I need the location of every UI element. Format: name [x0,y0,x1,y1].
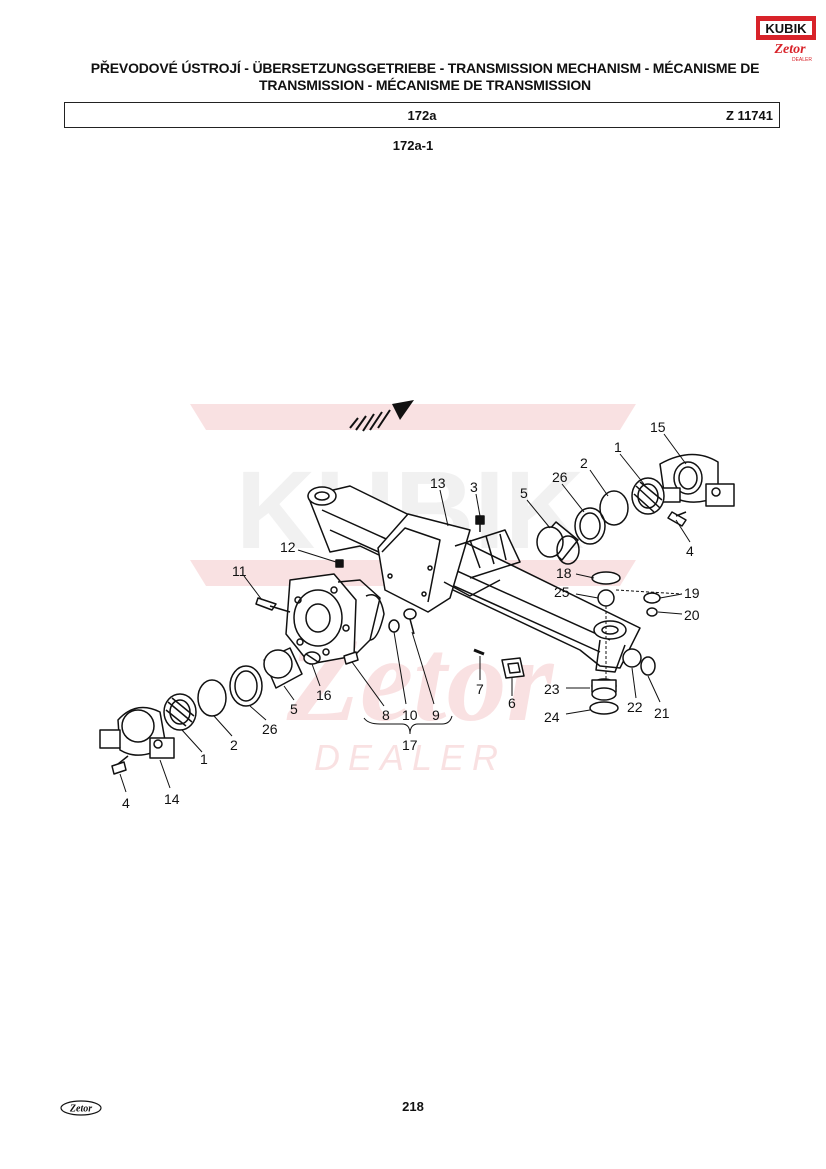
bush-23 [591,678,617,701]
part-label: 2 [580,455,588,471]
logo-sub: Zetor [773,42,806,57]
leader-lines [119,433,691,793]
part-label: 5 [520,485,528,501]
left-flange-housing [285,573,385,665]
bearing-left [163,693,197,731]
ring-2-right [599,490,629,526]
page-title-line2: TRANSMISSION - MÉCANISME DE TRANSMISSION [259,77,591,93]
part-label: 17 [402,737,418,753]
part-label: 4 [686,543,694,559]
figure-code: 172a-1 [392,138,434,153]
seal-26-left [229,665,263,707]
bolt-4-left [111,755,129,775]
washer-10 [388,619,400,633]
direction-arrow [349,400,414,432]
bush-25 [597,589,615,607]
nut-20 [646,607,658,617]
footer-logo-text: Zetor [69,1104,92,1115]
bolt-12 [335,559,344,568]
page-title: PŘEVODOVÉ ÚSTROJÍ - ÜBERSETZUNGSGETRIEBE… [70,60,780,94]
ring-2-left [197,679,227,717]
bushing-5-right [536,521,580,565]
part-label: 26 [262,721,278,737]
zetor-footer-logo: Zetor [60,1100,102,1116]
kubik-zetor-logo: KUBIK Zetor DEALER [756,16,816,63]
logo-tag: DEALER [792,57,812,63]
part-label: 12 [280,539,296,555]
ring-21 [640,656,656,676]
logo-brand: KUBIK [765,21,807,36]
part-label: 15 [650,419,666,435]
part-label: 10 [402,707,418,723]
pin-8 [343,651,359,665]
part-label: 22 [627,699,643,715]
header-box: 172a Z 11741 [64,102,780,128]
axle-housing [307,485,641,673]
part-label: 23 [544,681,560,697]
seal-26-right [574,507,606,545]
part-label: 21 [654,705,670,721]
washer-18 [591,571,621,585]
part-label: 1 [614,439,622,455]
part-label: 26 [552,469,568,485]
part-label: 18 [556,565,572,581]
part-label: 14 [164,791,180,807]
part-label: 4 [122,795,130,811]
bushing-5-left [263,647,303,689]
part-label: 8 [382,707,390,723]
part-label: 19 [684,585,700,601]
part-label: 20 [684,607,700,623]
part-label: 24 [544,709,560,725]
part-label: 9 [432,707,440,723]
plug-16 [303,651,321,665]
pin-7 [473,648,485,656]
section-code: 172a [407,108,437,123]
bush-22 [622,648,642,668]
washer-19 [643,592,661,604]
part-label: 2 [230,737,238,753]
bolt-4-right [667,511,687,527]
watermark-tag: DEALER [314,737,506,778]
washer-24 [589,701,619,715]
part-label: 3 [470,479,478,495]
part-labels: 15 1 2 26 5 3 13 12 11 4 18 19 25 20 7 6… [122,419,700,811]
bearing-housing-right [659,453,735,507]
page-title-line1: PŘEVODOVÉ ÚSTROJÍ - ÜBERSETZUNGSGETRIEBE… [90,60,760,76]
part-label: 25 [554,584,570,600]
bolt-11 [255,597,291,613]
part-label: 16 [316,687,332,703]
part-label: 6 [508,695,516,711]
reference-code: Z 11741 [726,108,773,123]
part-label: 13 [430,475,446,491]
bearing-right [631,477,665,515]
part-label: 7 [476,681,484,697]
part-label: 11 [232,563,247,579]
page-number: 218 [402,1099,424,1114]
plate-6 [501,657,525,679]
part-label: 1 [200,751,208,767]
bolt-9 [403,608,417,635]
bearing-housing-left [99,706,175,759]
part-label: 5 [290,701,298,717]
